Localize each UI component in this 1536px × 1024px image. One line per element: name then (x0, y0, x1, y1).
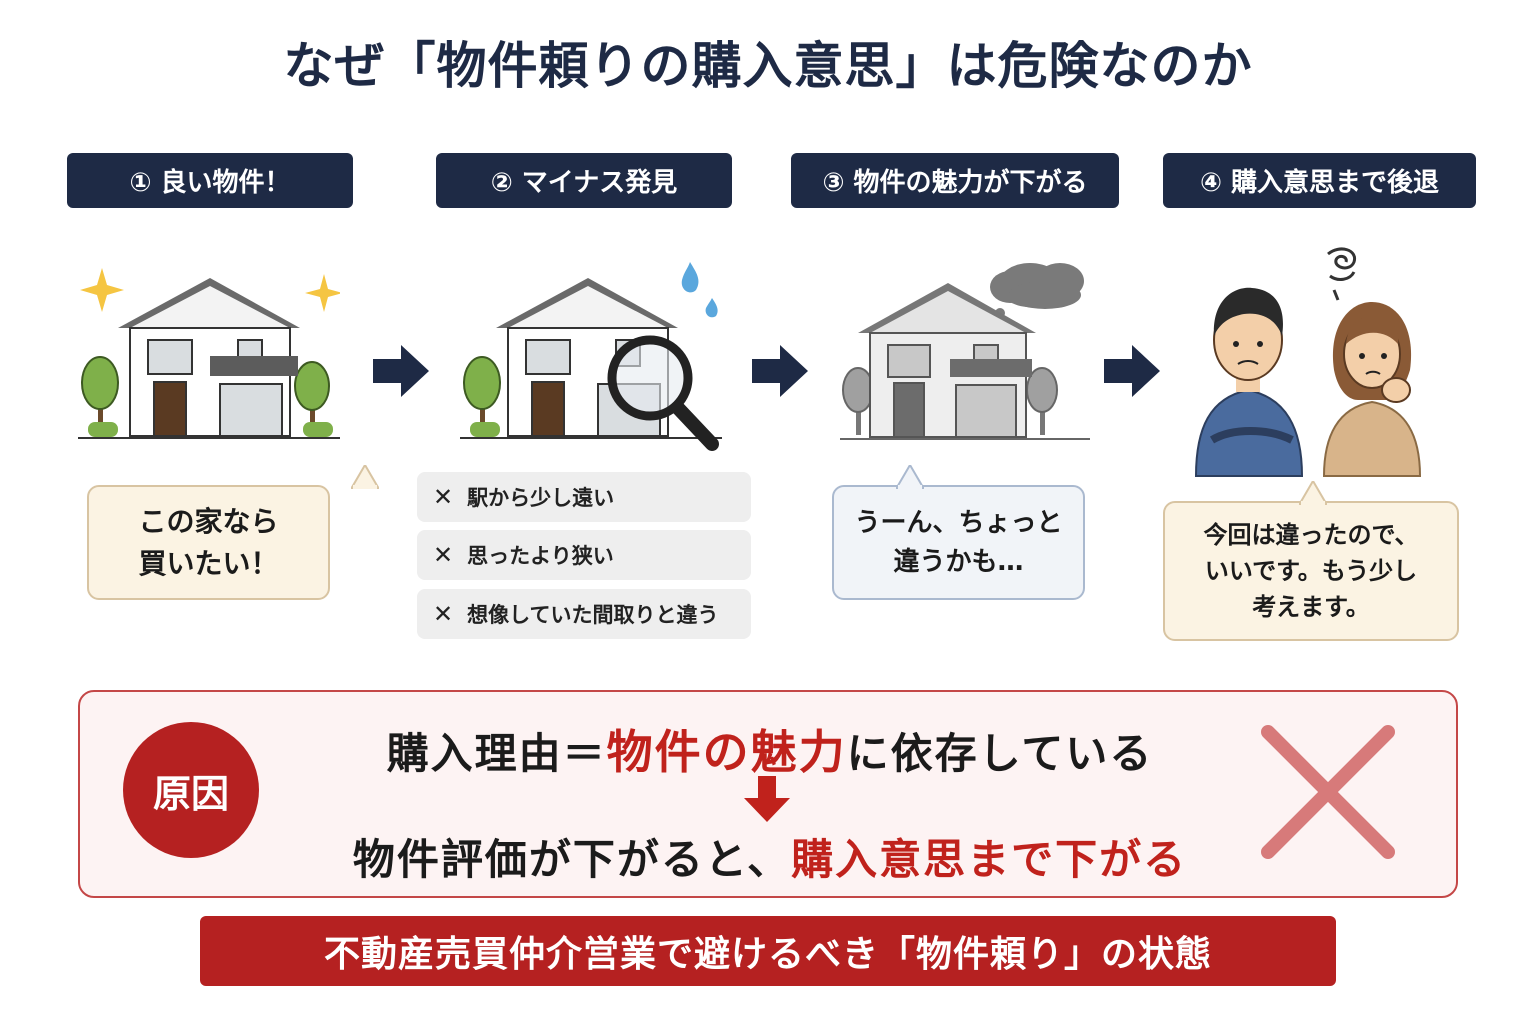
sweat-drop-icon (681, 262, 718, 318)
arrow-right-icon (752, 345, 808, 397)
step-label-1: ① 良い物件！ (67, 153, 353, 208)
bubble-line: いいです。もう少し (1204, 557, 1418, 585)
cross-icon (1261, 725, 1395, 859)
tree-icon (842, 367, 1058, 435)
minus-item-text: 想像していた間取りと違う (467, 603, 719, 627)
speech-bubble-step1: この家なら 買いたい！ (87, 465, 379, 600)
bubble-line: 買いたい！ (138, 546, 279, 580)
cause-line-2: 物件評価が下がると、購入意思まで下がる (300, 826, 1240, 887)
speech-bubble-step3: うーん、ちょっと 違うかも… (832, 465, 1085, 600)
footer-banner: 不動産売買仲介営業で避けるべき「物件頼り」の状態 (200, 916, 1336, 986)
cause-line-2-prefix: 物件評価が下がると、 (352, 835, 792, 884)
dizzy-icon (1327, 247, 1357, 301)
step-label-3: ③ 物件の魅力が下がる (791, 153, 1119, 208)
cause-line-1-suffix: に依存している (846, 729, 1154, 778)
step-label-2: ② マイナス発見 (436, 153, 732, 208)
cause-line-2-highlight: 購入意思まで下がる (791, 835, 1188, 884)
bubble-line: うーん、ちょっと (854, 507, 1063, 538)
minus-item: ✕ 想像していた間取りと違う (417, 589, 751, 639)
bubble-line: この家なら (138, 504, 279, 538)
minus-item-text: 駅から少し遠い (467, 486, 615, 510)
step-label-4: ④ 購入意思まで後退 (1163, 153, 1476, 208)
arrow-right-icon (373, 345, 429, 397)
cross-icon: ✕ (433, 483, 454, 511)
house-icon (840, 263, 1090, 440)
tree-icon (81, 356, 330, 436)
house-icon (460, 262, 722, 451)
bubble-line: 今回は違ったので、 (1203, 521, 1419, 549)
sparkle-icon (80, 268, 340, 312)
cause-line-1-prefix: 購入理由＝ (386, 729, 607, 778)
cause-line-1: 購入理由＝物件の魅力に依存している (300, 716, 1240, 782)
cause-badge: 原因 (123, 722, 259, 858)
person-icon (1194, 247, 1422, 477)
minus-item-text: 思ったより狭い (467, 544, 614, 568)
tree-icon (463, 356, 501, 436)
minus-item: ✕ 駅から少し遠い (417, 472, 751, 522)
cloud-icon (987, 263, 1084, 326)
arrow-down-icon (744, 776, 790, 822)
arrow-right-icon (1104, 345, 1160, 397)
cause-line-1-highlight: 物件の魅力 (606, 725, 847, 779)
bubble-line: 違うかも… (893, 546, 1024, 577)
house-icon (78, 268, 340, 439)
minus-item: ✕ 思ったより狭い (417, 530, 751, 580)
magnifier-icon (607, 335, 719, 451)
speech-bubble-step4: 今回は違ったので、 いいです。もう少し 考えます。 (1163, 481, 1459, 641)
page-title: なぜ「物件頼りの購入意思」は危険なのか (283, 37, 1253, 95)
bubble-line: 考えます。 (1252, 593, 1370, 621)
cross-icon: ✕ (433, 600, 454, 628)
cross-icon: ✕ (433, 541, 454, 569)
